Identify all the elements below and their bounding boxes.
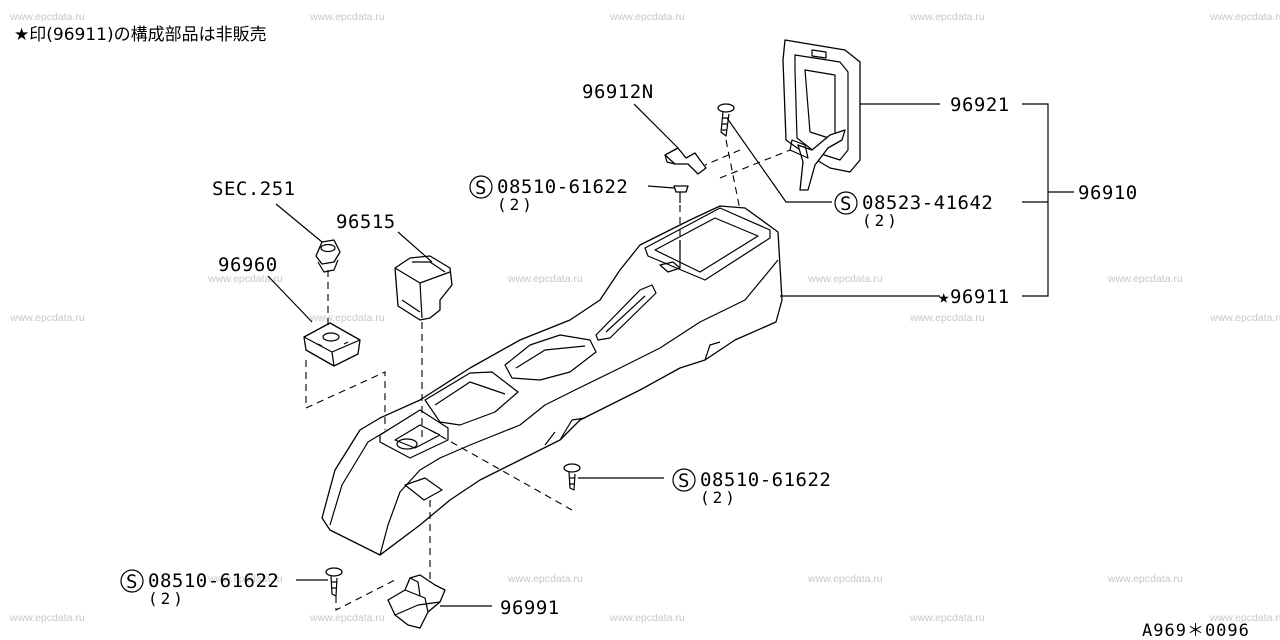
screw-right [717, 103, 735, 137]
screw-top-number: 08510-61622 [497, 176, 628, 198]
label-96960: 96960 [218, 254, 278, 276]
screw-middle-symbol: S [678, 470, 690, 492]
watermark: www.epcdata.ru [1107, 273, 1183, 285]
label-96911: ★96911 [938, 286, 1010, 308]
box-96515 [394, 255, 453, 321]
label-96991: 96991 [500, 597, 560, 619]
screw-bottom-symbol: S [126, 571, 138, 593]
watermark: www.epcdata.ru [9, 11, 85, 23]
watermark: www.epcdata.ru [207, 273, 283, 285]
watermarks: www.epcdata.ru www.epcdata.ru www.epcdat… [9, 11, 1280, 624]
bracket-96912n [664, 147, 707, 175]
watermark: www.epcdata.ru [507, 273, 583, 285]
watermark: www.epcdata.ru [909, 612, 985, 624]
watermark: www.epcdata.ru [1209, 11, 1280, 23]
watermark: www.epcdata.ru [807, 273, 883, 285]
watermark: www.epcdata.ru [309, 11, 385, 23]
watermark: www.epcdata.ru [309, 612, 385, 624]
watermark: www.epcdata.ru [909, 312, 985, 324]
label-sec251: SEC.251 [212, 178, 296, 200]
screw-right-symbol: S [840, 193, 852, 215]
watermark: www.epcdata.ru [507, 573, 583, 585]
watermark: www.epcdata.ru [609, 11, 685, 23]
label-96910: 96910 [1078, 182, 1138, 204]
label-96515: 96515 [336, 211, 396, 233]
watermark: www.epcdata.ru [309, 312, 385, 324]
screw-bottom-number: 08510-61622 [148, 570, 279, 592]
watermark: www.epcdata.ru [1107, 573, 1183, 585]
label-96921: 96921 [950, 94, 1010, 116]
console-body [321, 205, 783, 556]
non-sale-note: ★印(96911)の構成部品は非販売 [14, 25, 267, 45]
watermark: www.epcdata.ru [1209, 312, 1280, 324]
watermark: www.epcdata.ru [1209, 612, 1280, 624]
clip-sec251 [315, 239, 341, 273]
screw-top [673, 185, 689, 203]
watermark: www.epcdata.ru [9, 612, 85, 624]
screw-middle-number: 08510-61622 [700, 469, 831, 491]
screw-top-qty: (2) [497, 195, 535, 214]
label-96912n: 96912N [582, 81, 654, 103]
watermark: www.epcdata.ru [9, 312, 85, 324]
screw-right-qty: (2) [862, 211, 900, 230]
leader-lines [267, 103, 1074, 607]
assembly-lines [305, 139, 791, 611]
armrest-lid [782, 39, 861, 191]
screw-bottom-qty: (2) [148, 589, 186, 608]
screw-middle-qty: (2) [700, 488, 738, 507]
screw-middle [563, 463, 581, 491]
watermark: www.epcdata.ru [909, 11, 985, 23]
bracket-96991 [387, 574, 446, 629]
diagram-code: A969＊0096 [1142, 621, 1250, 640]
screw-right-number: 08523-41642 [862, 192, 993, 214]
watermark: www.epcdata.ru [807, 573, 883, 585]
screw-top-symbol: S [475, 177, 487, 199]
bezel-96960 [303, 322, 361, 367]
watermark: www.epcdata.ru [609, 612, 685, 624]
screw-bottom [325, 567, 343, 597]
part-labels: 96912N SEC.251 96515 96960 96921 96910 ★… [148, 81, 1250, 640]
s-symbols: S S S S [120, 175, 858, 593]
watermark: www.epcdata.ru [207, 573, 283, 585]
